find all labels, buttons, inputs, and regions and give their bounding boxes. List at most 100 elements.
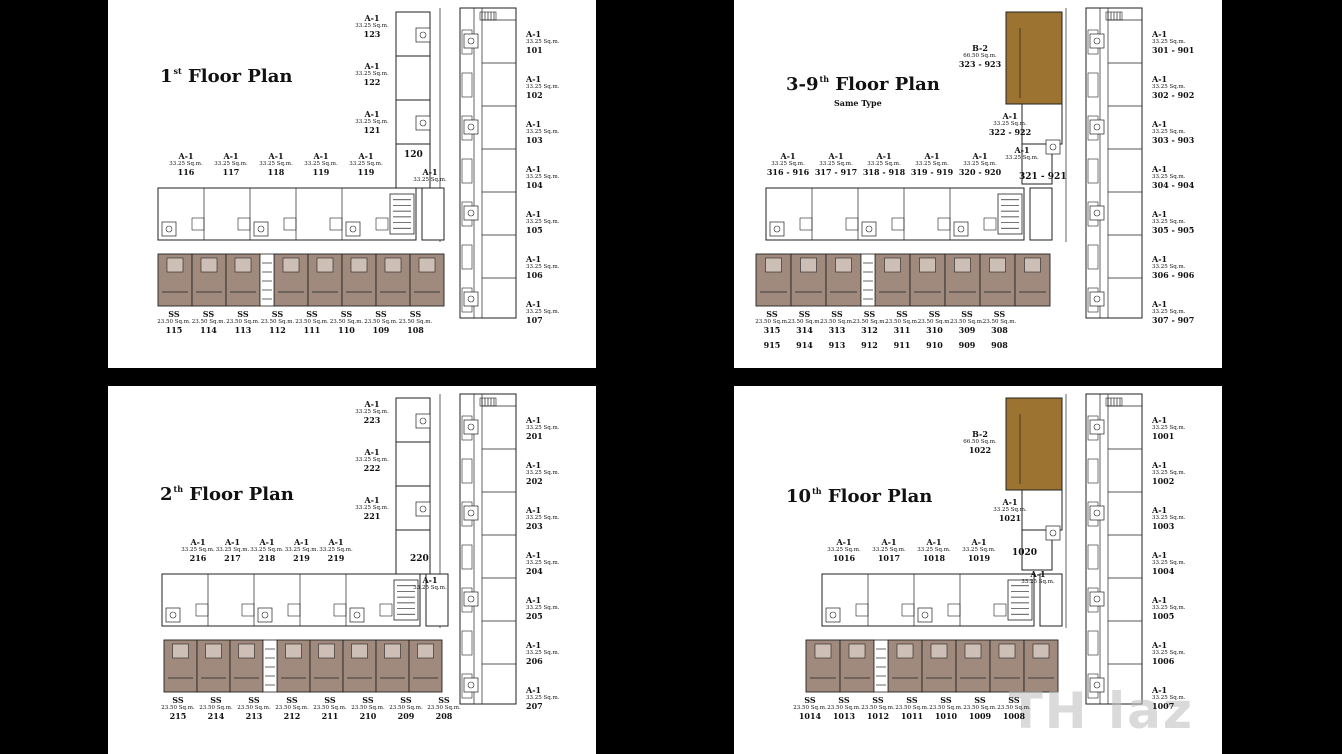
unit-number: 201: [526, 430, 543, 441]
bathroom: [1089, 591, 1105, 607]
unit-number: 107: [526, 314, 543, 325]
toilet: [829, 611, 837, 619]
unit-area: 66.50 Sq.m.: [963, 439, 997, 446]
bathroom: [463, 677, 479, 693]
unit-area: 33.25 Sq.m.: [169, 161, 203, 168]
unit-area: 33.25 Sq.m.: [526, 650, 560, 657]
unit-area: 33.25 Sq.m.: [1152, 515, 1186, 522]
unit-type: A-1: [836, 537, 852, 547]
unit-type: SS: [172, 695, 184, 705]
unit-type: A-1: [268, 151, 284, 161]
unit-number-upper: 912: [861, 339, 878, 350]
unit-area: 33.25 Sq.m.: [1152, 425, 1186, 432]
unit-area: 33.25 Sq.m.: [1021, 579, 1055, 586]
unit-number: 1014: [798, 710, 822, 721]
unit-type: A-1: [526, 415, 542, 425]
unit-area: 33.25 Sq.m.: [1152, 39, 1186, 46]
toilet: [1093, 509, 1101, 517]
unit-a1-left: [1021, 103, 1063, 145]
unit-type: SS: [974, 695, 986, 705]
unit-area: 33.25 Sq.m.: [526, 309, 560, 316]
unit-area: 66.50 Sq.m.: [963, 53, 997, 60]
balcony: [983, 217, 997, 231]
unit-area: 33.25 Sq.m.: [827, 547, 861, 554]
unit-area: 33.25 Sq.m.: [1152, 129, 1186, 136]
balcony: [241, 603, 255, 617]
unit-area: 23.50 Sq.m.: [950, 319, 984, 326]
unit-type: SS: [872, 695, 884, 705]
toilet: [353, 611, 361, 619]
ss-bathroom: [814, 643, 832, 659]
ss-bathroom: [350, 257, 368, 273]
bathroom: [463, 33, 479, 49]
unit-number-upper: 915: [763, 339, 781, 350]
unit-number-upper: 908: [991, 339, 1008, 350]
unit-area: 33.25 Sq.m.: [349, 161, 383, 168]
unit-type: SS: [375, 309, 387, 319]
unit-type: A-1: [1152, 254, 1168, 264]
unit-area: 23.50 Sq.m.: [226, 319, 260, 326]
unit-area: 33.25 Sq.m.: [1152, 219, 1186, 226]
unit-area: 33.25 Sq.m.: [413, 177, 447, 184]
unit-number-upper: 913: [828, 339, 846, 350]
unit-area: 23.50 Sq.m.: [389, 705, 423, 712]
bathroom: [463, 205, 479, 221]
unit-type: SS: [928, 309, 941, 319]
unit-type: SS: [804, 695, 816, 705]
unit-number: 1011: [900, 710, 924, 721]
unit-type: SS: [168, 309, 180, 319]
unit-area: 23.50 Sq.m.: [161, 705, 195, 712]
unit-area: 23.50 Sq.m.: [861, 705, 895, 712]
unit-type: SS: [766, 309, 778, 319]
unit-number: 219: [293, 552, 310, 563]
unit-area: 33.25 Sq.m.: [1152, 264, 1186, 271]
unit-number: 1017: [877, 552, 901, 563]
unit-number-upper: 909: [958, 339, 976, 350]
toilet: [1093, 123, 1101, 131]
unit-number: 203: [526, 520, 543, 531]
toilet: [1093, 595, 1101, 603]
unit-area: 33.25 Sq.m.: [526, 605, 560, 612]
bathroom: [769, 221, 785, 237]
unit-number: 113: [234, 324, 252, 335]
unit-type: SS: [409, 309, 422, 319]
unit-area: 33.25 Sq.m.: [1152, 84, 1186, 91]
unit-number: 211: [321, 710, 339, 721]
unit-type: A-1: [972, 151, 988, 161]
unit-number: 209: [397, 710, 415, 721]
toilet: [921, 611, 929, 619]
balcony: [461, 244, 473, 270]
toilet: [257, 225, 265, 233]
unit-type: SS: [940, 695, 952, 705]
unit-area: 23.50 Sq.m.: [793, 705, 827, 712]
unit-type: A-1: [190, 537, 206, 547]
bathroom: [917, 607, 933, 623]
unit-type: A-1: [1152, 505, 1168, 515]
bathroom: [463, 291, 479, 307]
toilet: [467, 423, 475, 431]
ss-bathroom: [884, 257, 901, 273]
unit-area: 33.25 Sq.m.: [1152, 174, 1186, 181]
bathroom: [463, 505, 479, 521]
unit-number: 1007: [1152, 700, 1175, 711]
ss-bathroom: [205, 643, 222, 659]
unit-number: 213: [245, 710, 263, 721]
ss-bathroom: [989, 257, 1006, 273]
unit-type: A-1: [1030, 569, 1046, 579]
unit-type: B-2: [972, 429, 988, 439]
unit-type: A-1: [293, 537, 310, 547]
unit-number: 105: [526, 224, 543, 235]
